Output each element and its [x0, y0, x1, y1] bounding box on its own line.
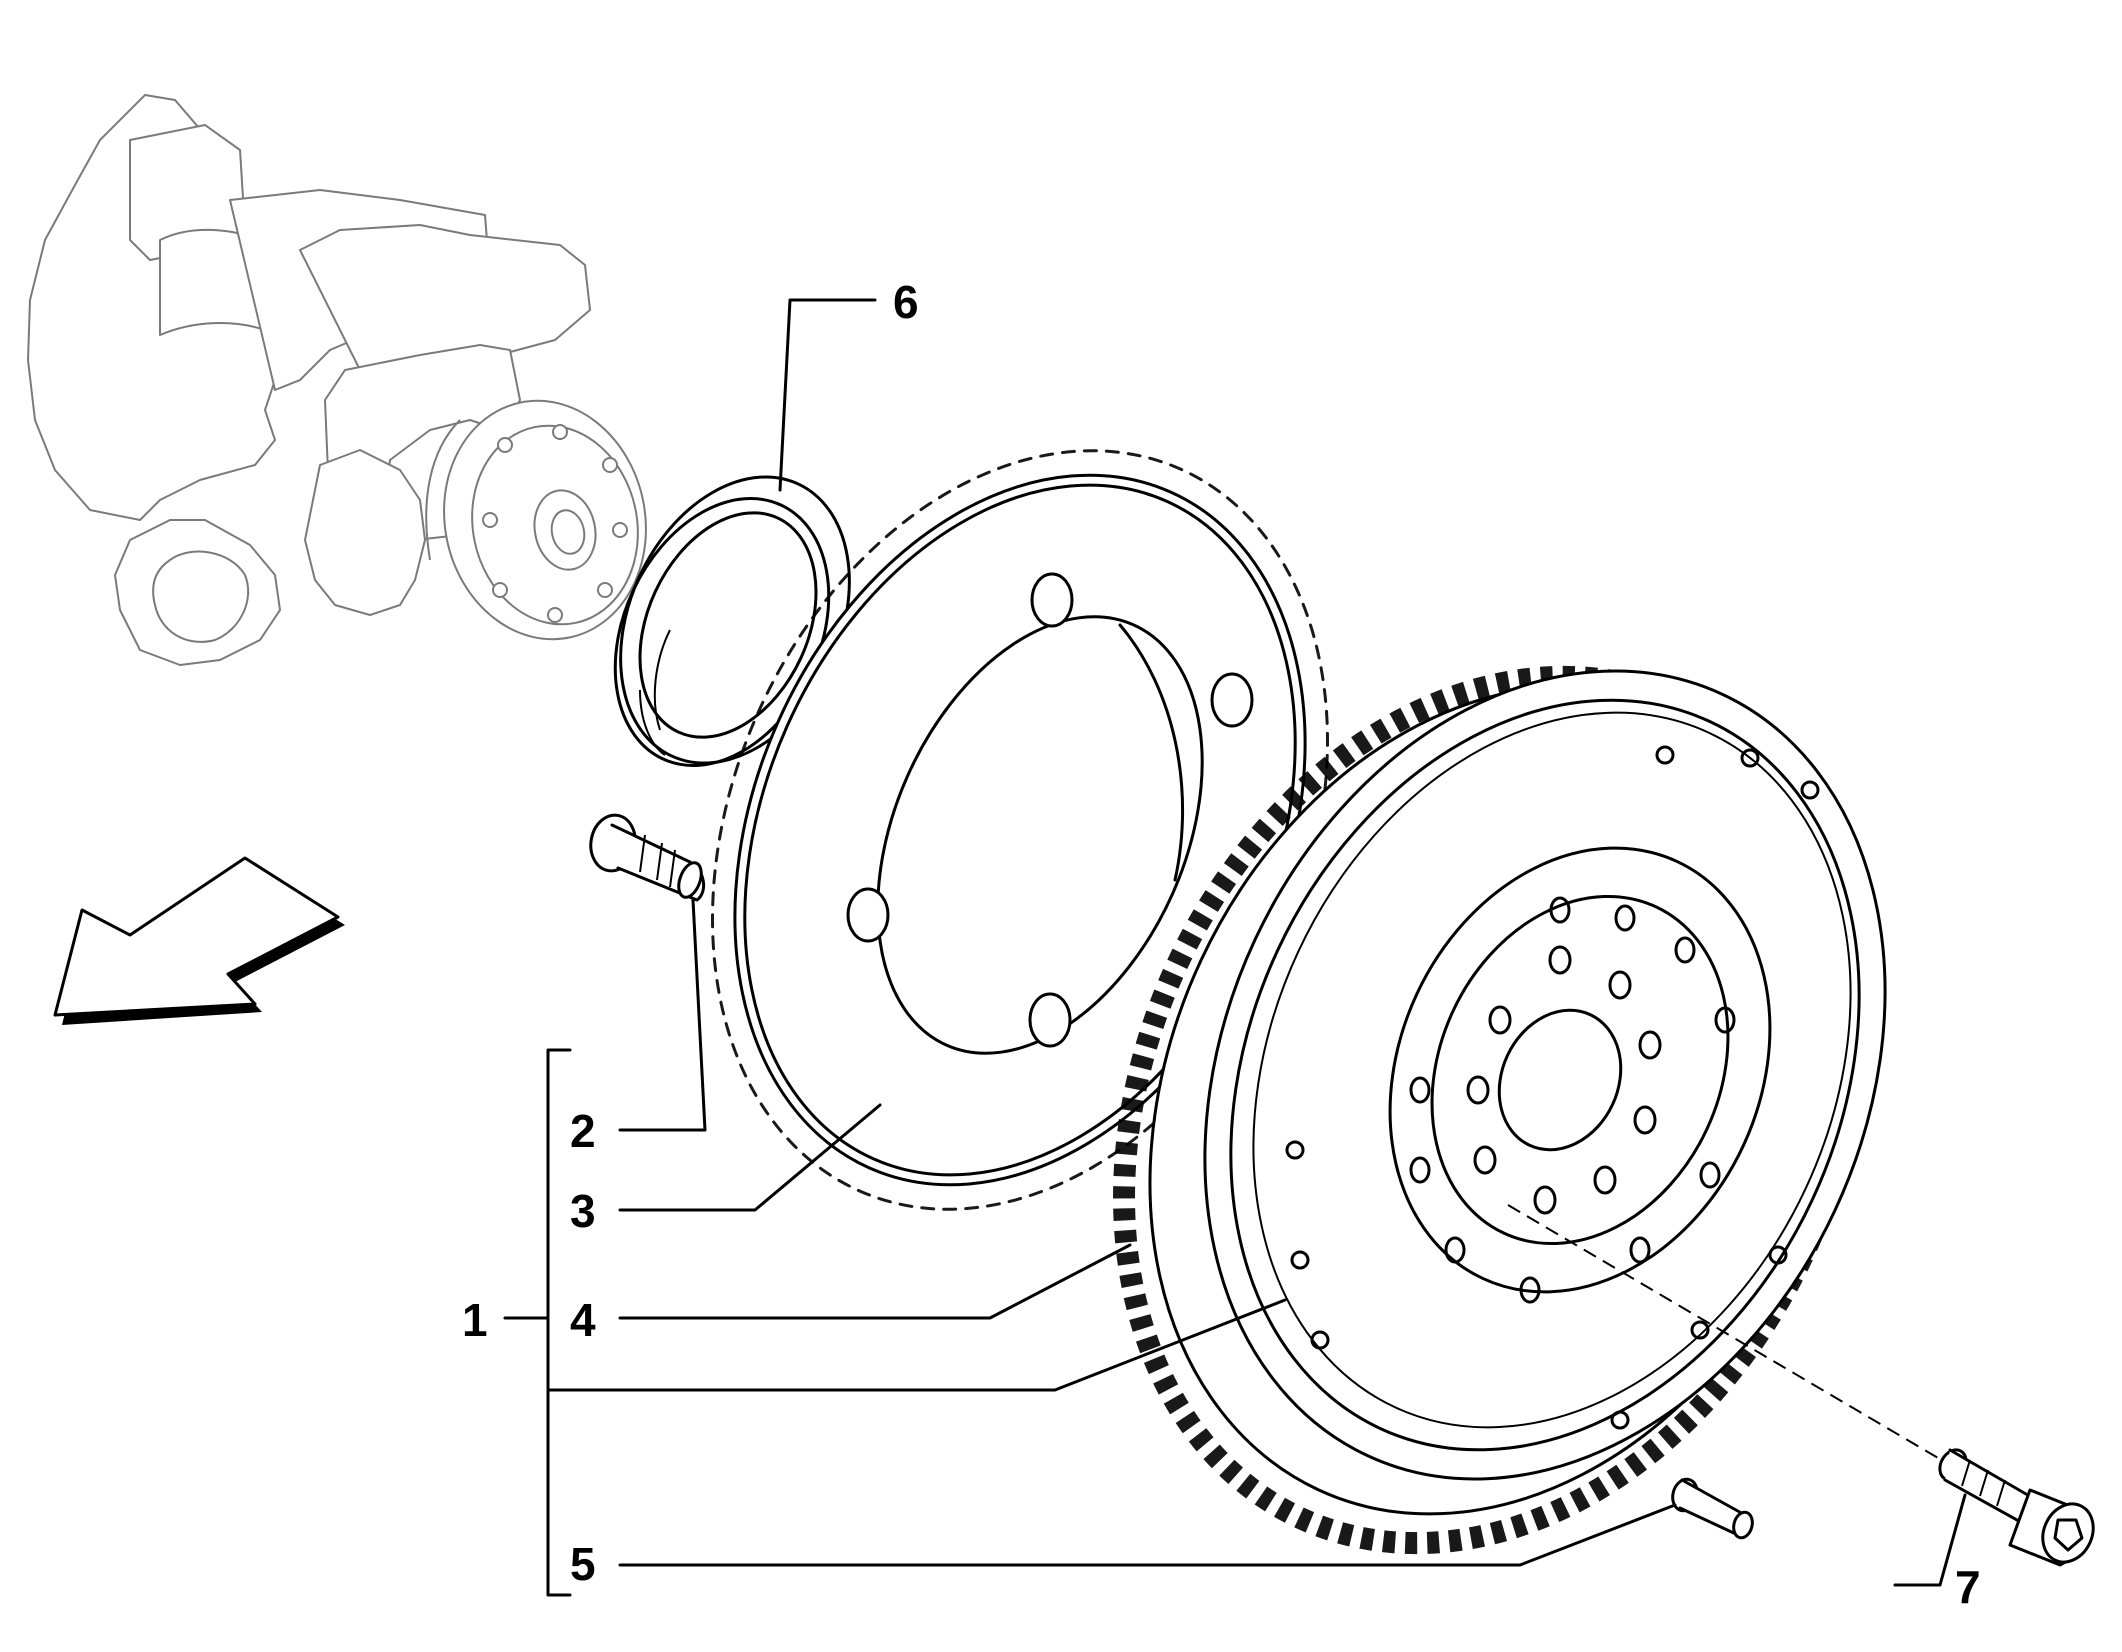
callout-5: 5 — [570, 1538, 596, 1590]
pin-icon — [589, 813, 706, 902]
callout-2: 2 — [570, 1105, 596, 1157]
callout-3: 3 — [570, 1185, 596, 1237]
leader-lines — [503, 298, 1967, 1597]
callout-7: 7 — [1955, 1561, 1981, 1613]
callout-4: 4 — [570, 1294, 596, 1346]
gear-ring-icon — [711, 449, 1329, 1211]
bolt-icon — [1507, 1204, 2095, 1567]
flywheel-icon — [1113, 665, 1887, 1555]
crankshaft-icon — [27, 94, 647, 666]
callout-6: 6 — [893, 276, 919, 328]
direction-arrow-icon — [53, 856, 345, 1025]
callout-1: 1 — [462, 1294, 488, 1346]
dowel-pin-icon — [1671, 1477, 1754, 1540]
